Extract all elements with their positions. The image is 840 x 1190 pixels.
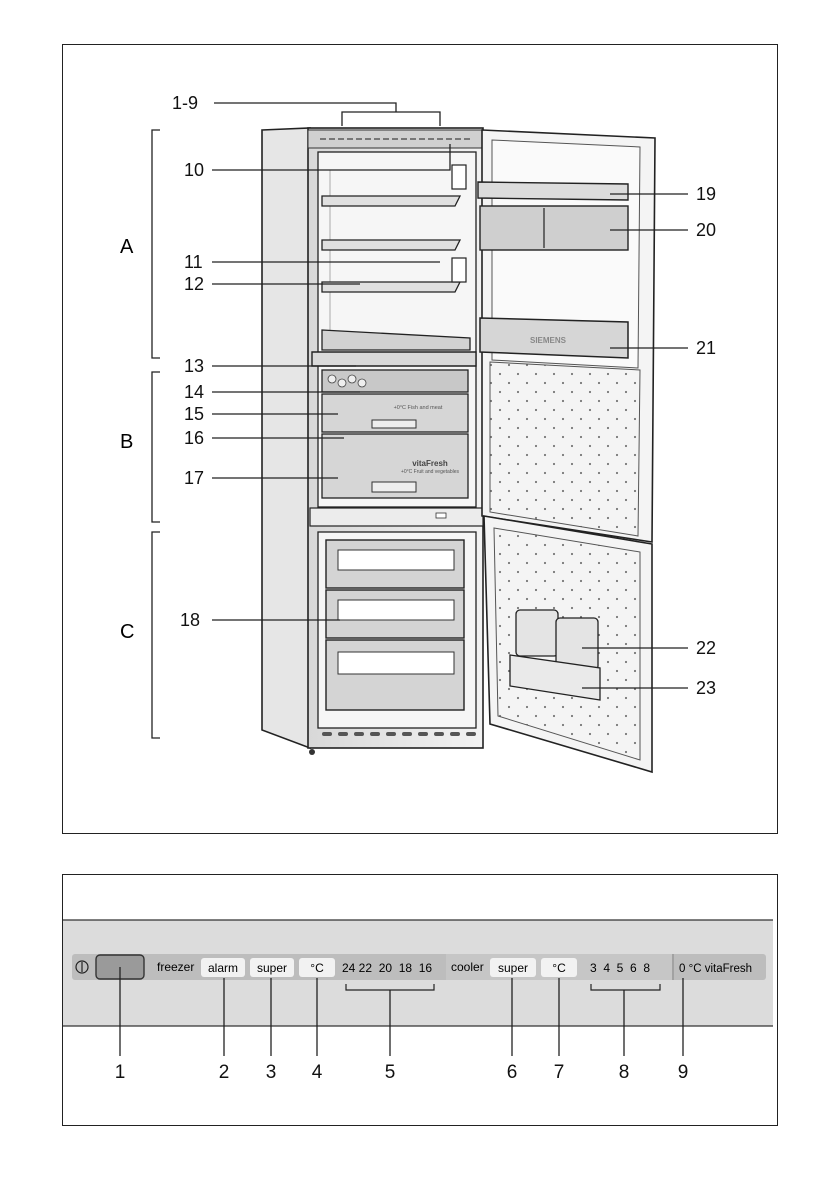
panel-leaders [119,967,684,1056]
section-label-c: C [120,621,134,643]
crisper-17-brand: vitaFresh [412,459,448,468]
callout-13: 13 [184,356,204,376]
freezer-super-label: super [257,961,287,975]
freezer-temp-display: 24 22 20 18 16 [342,961,432,975]
control-panel-diagram: freezer alarm super °C 24 22 20 18 16 co… [63,919,773,1083]
door-shelf-19 [477,181,629,201]
callout-1-9: 1-9 [172,93,198,113]
freezer-label: freezer [157,960,194,974]
section-label-b: B [120,431,133,453]
panel-number-6: 6 [507,1062,518,1083]
callout-21: 21 [696,338,716,358]
cooler-super-label: super [498,961,528,975]
panel-number-2: 2 [219,1062,230,1083]
callout-15: 15 [184,404,204,424]
door-tray-23 [509,654,601,701]
cooler-temp-bracket [590,984,661,991]
power-icon [75,960,89,974]
fridge-diagram: +0°C Fish and meat vitaFresh +0°C Fruit … [120,93,716,774]
panel-number-5: 5 [385,1062,396,1083]
callout-leaders [212,102,688,689]
cooler-temp-button[interactable] [541,958,577,977]
door-bin-20 [479,205,629,251]
panel-number-1: 1 [115,1062,126,1083]
callout-19: 19 [696,184,716,204]
callout-18: 18 [180,610,200,630]
drawer-14 [321,369,469,393]
cooler-temp-button-label: °C [552,961,566,975]
crisper-15-text: +0°C Fish and meat [394,405,443,411]
freezer-temp-button[interactable] [299,958,335,977]
bottle-shelf-brand: SIEMENS [530,336,567,345]
ice-packs-22 [515,609,599,671]
crisper-17-sub: +0°C Fruit and vegetables [401,469,460,475]
panel-number-8: 8 [619,1062,630,1083]
callout-10: 10 [184,160,204,180]
callout-14: 14 [184,382,204,402]
alarm-button-label: alarm [208,961,238,975]
control-panel-frame [62,874,778,1126]
callout-17: 17 [184,468,204,488]
fridge-diagram-frame [62,44,778,834]
cooler-super-button[interactable] [490,958,536,977]
callout-20: 20 [696,220,716,240]
callout-23: 23 [696,678,716,698]
alarm-button[interactable] [201,958,245,977]
bottle-shelf-21 [479,317,629,359]
cooler-temp-display: 3 4 5 6 8 [590,961,650,975]
panel-number-7: 7 [554,1062,565,1083]
panel-number-3: 3 [266,1062,277,1083]
cooler-label: cooler [451,960,484,974]
section-brackets [151,129,160,739]
callout-11: 11 [184,252,203,272]
freezer-temp-button-label: °C [310,961,324,975]
section-label-a: A [120,236,134,258]
freezer-super-button[interactable] [250,958,294,977]
callout-16: 16 [184,428,204,448]
panel-number-4: 4 [312,1062,323,1083]
divider-shelf [311,351,477,367]
callout-22: 22 [696,638,716,658]
callout-12: 12 [184,274,204,294]
vitafresh-label: 0 °C vitaFresh [679,963,752,975]
panel-number-9: 9 [678,1062,689,1083]
